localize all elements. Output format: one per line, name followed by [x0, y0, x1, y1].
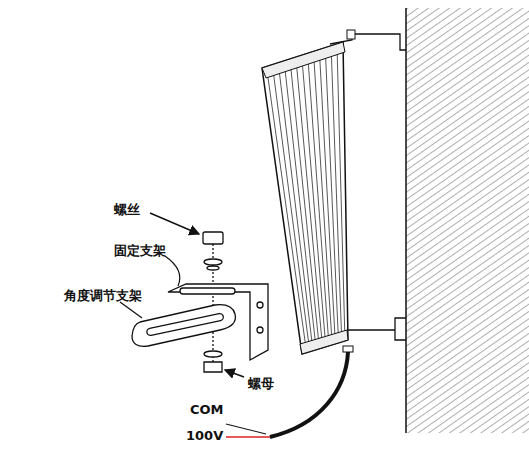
speaker-fin — [331, 56, 341, 332]
com-wire — [226, 424, 266, 434]
leader-angle — [120, 302, 142, 318]
part-label: COM — [190, 402, 224, 418]
red-wire — [226, 436, 270, 438]
part-label: 角度调节支架 — [64, 288, 142, 304]
wall-face — [405, 8, 407, 433]
speaker-fin — [274, 74, 309, 342]
top-bracket-screw — [347, 30, 355, 39]
speaker-fin — [308, 63, 328, 336]
part-label: 100V — [186, 428, 223, 444]
part-label: 螺母 — [248, 376, 274, 392]
leader-nut — [225, 370, 244, 377]
part-label: 螺丝 — [114, 202, 140, 218]
speaker-fin — [285, 71, 315, 340]
speaker-fin — [337, 54, 345, 331]
leader-fixed — [165, 256, 180, 286]
speaker-fin — [268, 76, 306, 343]
column-speaker — [262, 42, 353, 354]
leader-screw — [150, 213, 199, 234]
speaker-fin — [314, 61, 332, 335]
speaker-fin — [297, 67, 322, 338]
speaker-fin — [303, 65, 326, 337]
wall-hatch — [406, 8, 529, 433]
part-label: 固定支架 — [114, 243, 166, 259]
cable — [270, 352, 348, 437]
